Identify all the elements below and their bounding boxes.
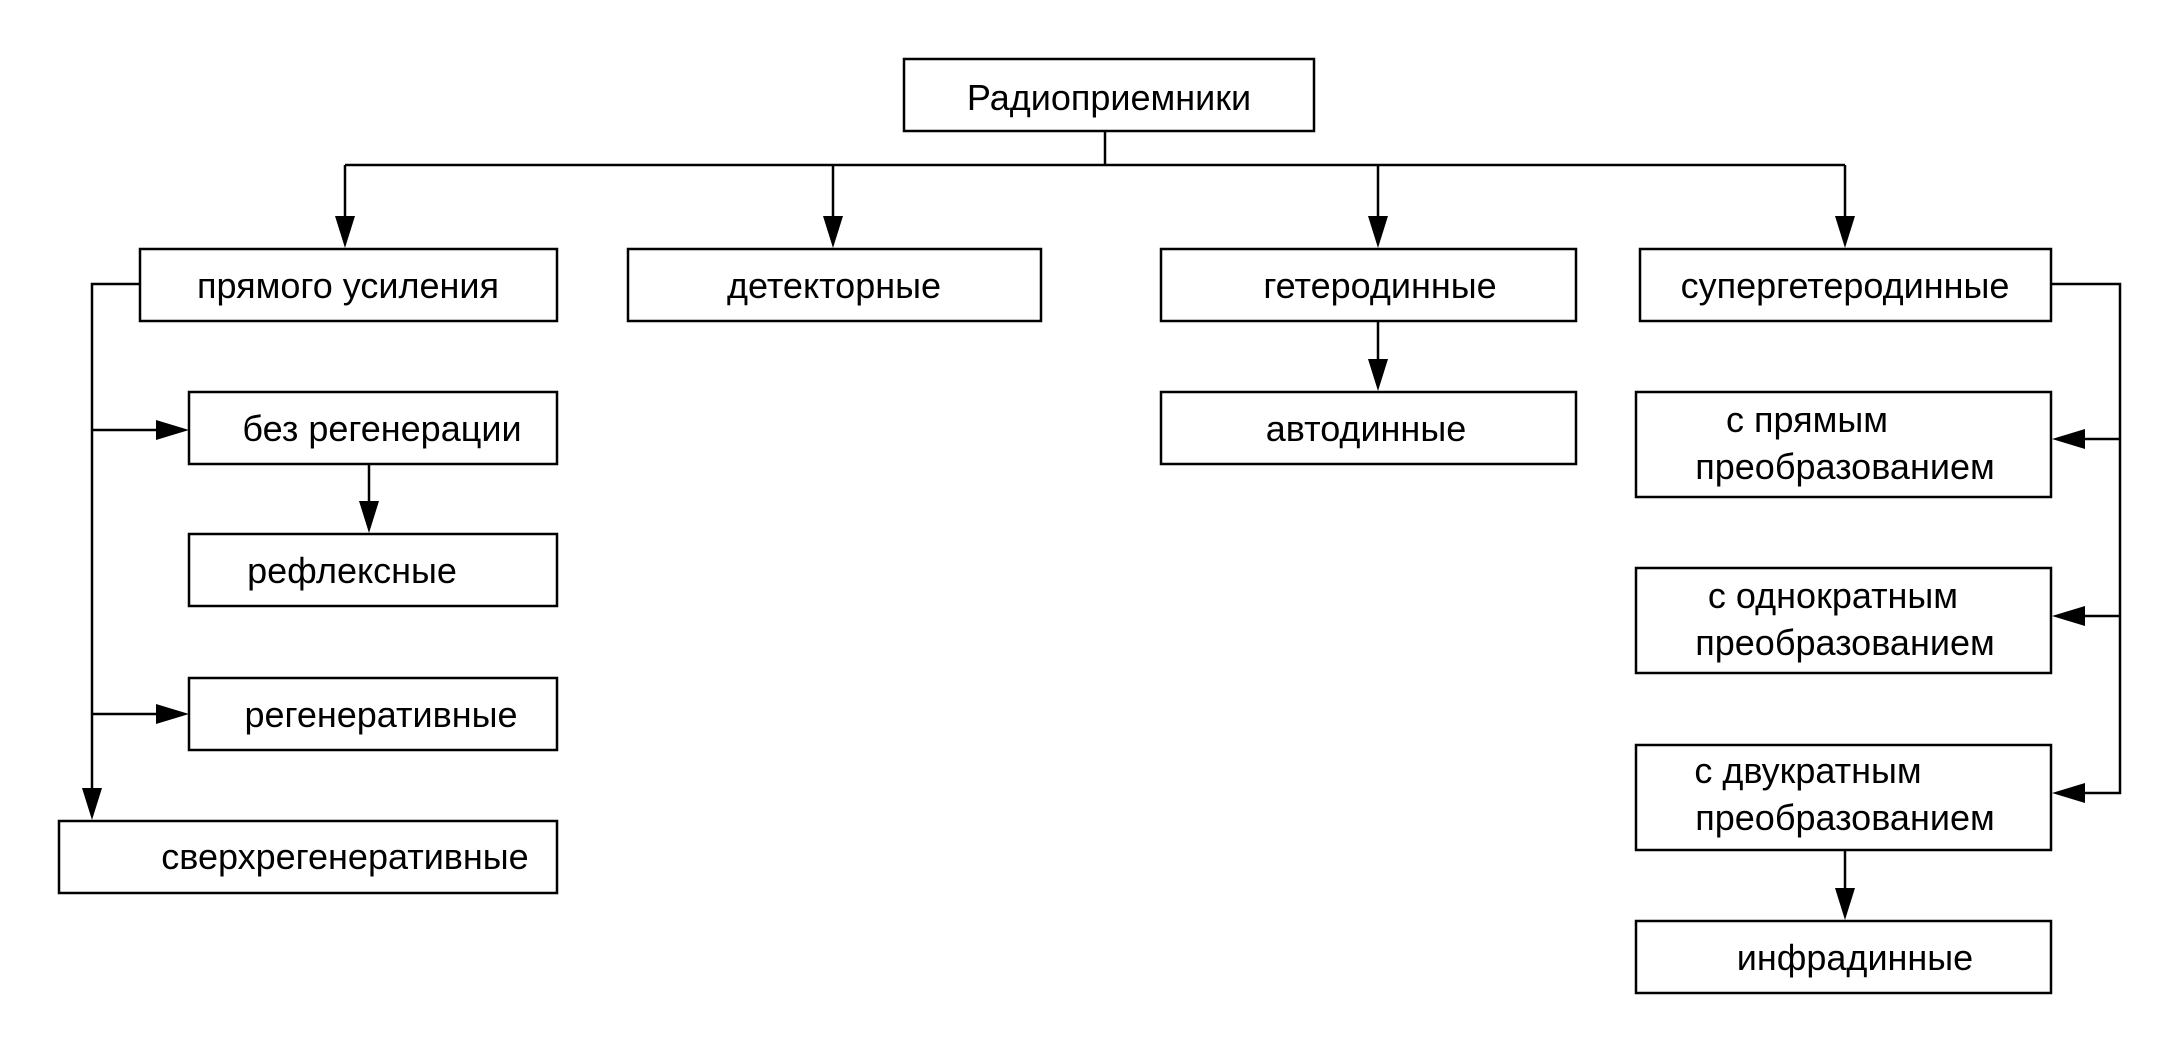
node-reflex-label: рефлексные xyxy=(247,550,457,591)
node-superregenerative: сверхрегенеративные xyxy=(57,819,559,895)
node-double-conversion: с двукратным преобразованием xyxy=(1634,743,2053,852)
arrow-to-autodyne xyxy=(1368,359,1388,391)
node-direct-conversion-line-1: с прямым xyxy=(1726,399,1888,440)
node-single-conversion: с однократным преобразованием xyxy=(1634,566,2053,675)
node-heterodyne: гетеродинные xyxy=(1159,247,1578,323)
node-autodyne-label: автодинные xyxy=(1266,408,1466,449)
node-autodyne: автодинные xyxy=(1159,390,1578,466)
node-double-conversion-label: с двукратным преобразованием xyxy=(1694,750,1994,838)
node-infradyne-label: инфрадинные xyxy=(1737,937,1973,978)
direct-amplification-spine xyxy=(90,282,140,812)
node-single-conversion-label: с однократным преобразованием xyxy=(1695,575,1994,663)
node-root-label: Радиоприемники xyxy=(967,77,1251,118)
node-reflex: рефлексные xyxy=(187,532,559,608)
arrow-to-heterodyne xyxy=(1368,216,1388,248)
arrow-to-direct-conversion xyxy=(2052,429,2085,449)
arrow-to-superheterodyne xyxy=(1835,216,1855,248)
node-detector-label: детекторные xyxy=(727,265,941,306)
node-heterodyne-label: гетеродинные xyxy=(1263,265,1496,306)
connectors xyxy=(82,131,2122,920)
node-infradyne: инфрадинные xyxy=(1634,919,2053,995)
node-no-regeneration-label: без регенерации xyxy=(242,408,521,449)
node-direct-conversion-line-2: преобразованием xyxy=(1695,446,1994,487)
arrow-to-infradyne xyxy=(1835,888,1855,920)
arrow-to-superregenerative xyxy=(82,788,102,820)
node-direct-conversion: с прямым преобразованием xyxy=(1634,390,2053,499)
node-regenerative-label: регенеративные xyxy=(244,694,517,735)
arrow-to-reflex xyxy=(359,501,379,533)
node-single-conversion-line-2: преобразованием xyxy=(1695,622,1994,663)
node-regenerative: регенеративные xyxy=(187,676,559,752)
arrow-to-direct-amplification xyxy=(335,216,355,248)
node-superregenerative-label: сверхрегенеративные xyxy=(161,836,528,877)
node-double-conversion-line-1: с двукратным xyxy=(1694,750,1921,791)
arrow-to-regenerative xyxy=(156,704,189,724)
node-superheterodyne-label: супергетеродинные xyxy=(1681,265,2010,306)
node-direct-amplification-label: прямого усиления xyxy=(197,265,499,306)
arrow-to-detector xyxy=(823,216,843,248)
node-double-conversion-line-2: преобразованием xyxy=(1695,797,1994,838)
node-root: Радиоприемники xyxy=(902,57,1316,133)
node-single-conversion-line-1: с однократным xyxy=(1708,575,1958,616)
node-superheterodyne: супергетеродинные xyxy=(1638,247,2053,323)
superheterodyne-spine xyxy=(2051,282,2122,795)
arrow-to-double-conversion xyxy=(2052,783,2085,803)
node-direct-amplification: прямого усиления xyxy=(138,247,559,323)
arrow-to-no-regeneration xyxy=(156,420,189,440)
node-detector: детекторные xyxy=(626,247,1043,323)
arrow-to-single-conversion xyxy=(2052,606,2085,626)
node-no-regeneration: без регенерации xyxy=(187,390,559,466)
node-direct-conversion-label: с прямым преобразованием xyxy=(1695,399,1994,487)
